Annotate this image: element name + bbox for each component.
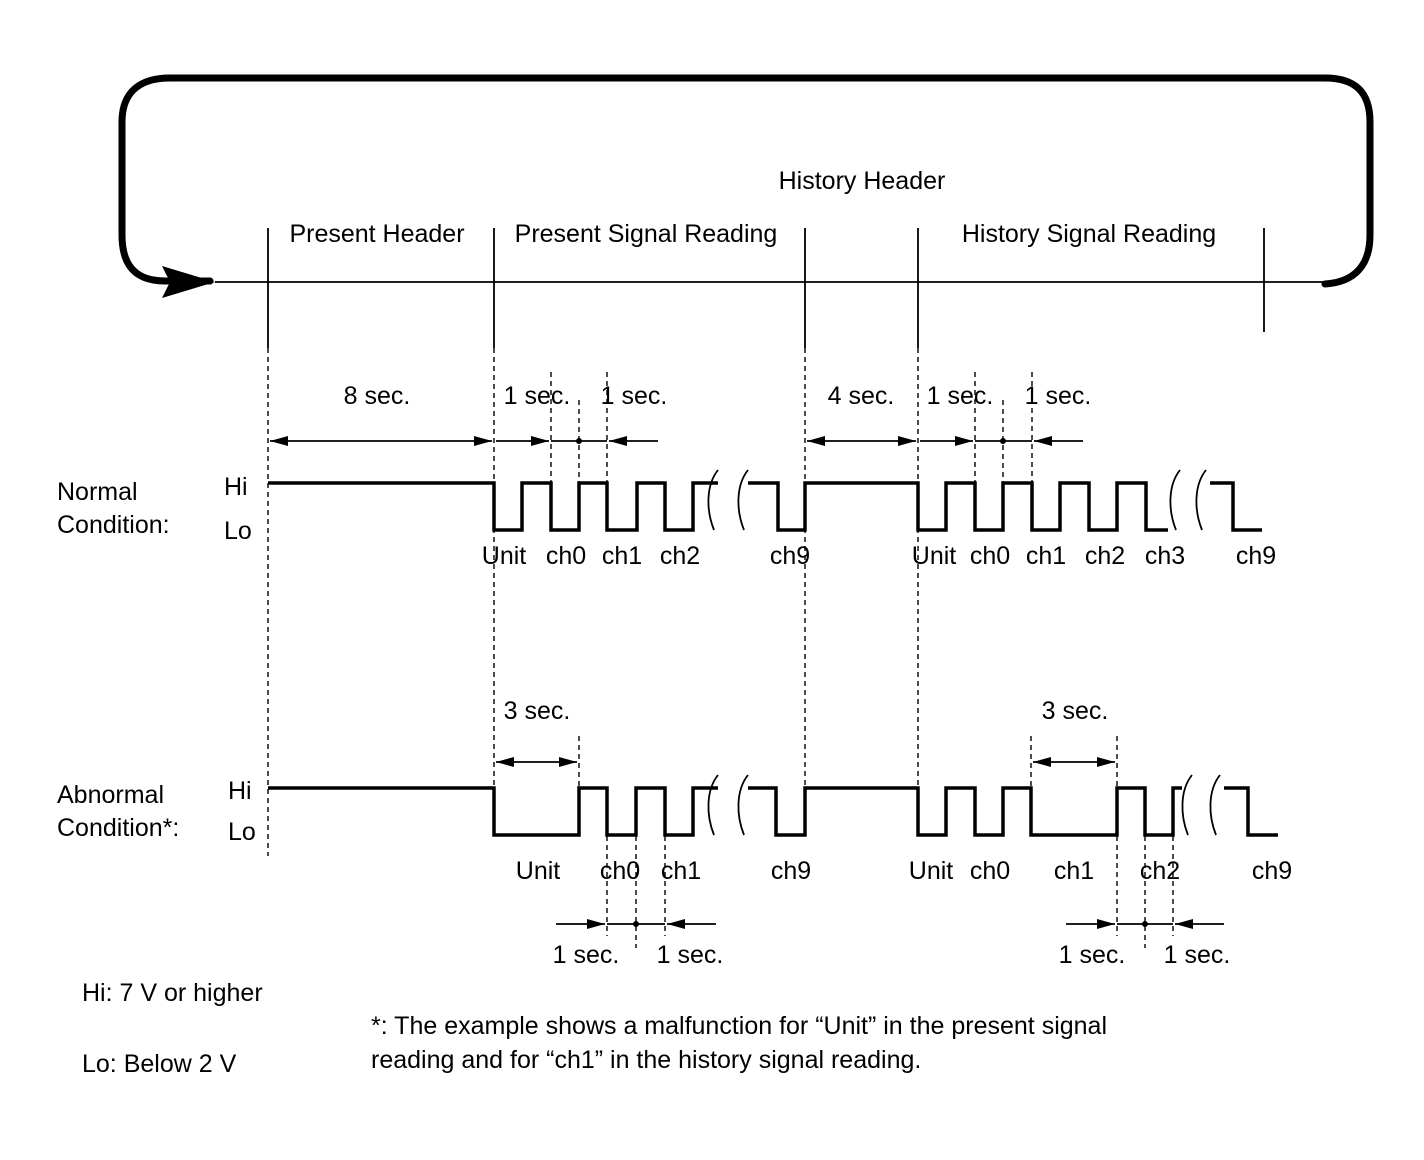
section-guides — [267, 348, 919, 856]
loop-arrowhead-icon — [162, 266, 215, 298]
abnormal-ch-present-ch0: ch0 — [600, 857, 640, 885]
normal-waveform — [268, 469, 1262, 532]
normal-condition-label-line2: Condition: — [57, 511, 170, 539]
normal-ch-history-ch0: ch0 — [970, 542, 1010, 570]
abnormal-ch-history-unit: Unit — [909, 857, 954, 885]
normal-ch-history-unit: Unit — [912, 542, 957, 570]
abnormal-break-mid-icon — [737, 774, 749, 836]
abnormal-break-right1-icon — [1181, 774, 1193, 836]
loop-back-arrow — [118, 74, 1374, 298]
normal-dimension-lines — [270, 372, 1083, 482]
normal-ch-history-ch9: ch9 — [1236, 542, 1276, 570]
abnormal-ch-present-unit: Unit — [516, 857, 561, 885]
normal-dur-4sec: 4 sec. — [828, 382, 895, 410]
normal-ch-history-ch1: ch1 — [1026, 542, 1066, 570]
normal-dur-8sec: 8 sec. — [344, 382, 411, 410]
abnormal-dur-1sec-b: 1 sec. — [657, 941, 724, 969]
normal-lo-label: Lo — [224, 517, 252, 545]
abnormal-ch-history-ch2: ch2 — [1140, 857, 1180, 885]
abnormal-condition-label-line2: Condition*: — [57, 814, 179, 842]
normal-ch-present-ch1: ch1 — [602, 542, 642, 570]
abnormal-dur-3sec-b: 3 sec. — [1042, 697, 1109, 725]
footnote-line1: *: The example shows a malfunction for “… — [371, 1012, 1107, 1040]
top-timeline — [215, 228, 1325, 348]
abnormal-break-right2-icon — [1209, 774, 1221, 836]
normal-ch-history-ch2: ch2 — [1085, 542, 1125, 570]
normal-ch-present-ch9: ch9 — [770, 542, 810, 570]
footnote-line2: reading and for “ch1” in the history sig… — [371, 1046, 921, 1074]
abnormal-dimension-lines — [496, 736, 1224, 948]
normal-ch-history-ch3: ch3 — [1145, 542, 1185, 570]
abnormal-ch-present-ch9: ch9 — [771, 857, 811, 885]
abnormal-waveform — [268, 774, 1278, 837]
abnormal-dur-1sec-a: 1 sec. — [553, 941, 620, 969]
normal-hi-label: Hi — [224, 473, 248, 501]
abnormal-hi-label: Hi — [228, 777, 252, 805]
abnormal-dur-3sec-a: 3 sec. — [504, 697, 571, 725]
normal-condition-label-line1: Normal — [57, 478, 138, 506]
normal-ch-present-unit: Unit — [482, 542, 527, 570]
abnormal-break-left-icon — [707, 774, 719, 836]
abnormal-ch-history-ch0: ch0 — [970, 857, 1010, 885]
history-signal-reading-label: History Signal Reading — [962, 220, 1216, 248]
abnormal-lo-label: Lo — [228, 818, 256, 846]
normal-break-right1-icon — [1169, 469, 1181, 531]
present-header-label: Present Header — [289, 220, 464, 248]
history-header-label: History Header — [779, 167, 946, 195]
hi-definition: Hi: 7 V or higher — [82, 979, 263, 1007]
normal-dur-1sec-d: 1 sec. — [1025, 382, 1092, 410]
normal-dur-1sec-b: 1 sec. — [601, 382, 668, 410]
abnormal-dur-1sec-d: 1 sec. — [1164, 941, 1231, 969]
normal-ch-present-ch2: ch2 — [660, 542, 700, 570]
normal-break-right2-icon — [1195, 469, 1207, 531]
lo-definition: Lo: Below 2 V — [82, 1050, 237, 1078]
abnormal-ch-history-ch9: ch9 — [1252, 857, 1292, 885]
normal-dur-1sec-c: 1 sec. — [927, 382, 994, 410]
normal-break-mid-icon — [737, 469, 749, 531]
abnormal-ch-history-ch1: ch1 — [1054, 857, 1094, 885]
normal-ch-present-ch0: ch0 — [546, 542, 586, 570]
normal-dur-1sec-a: 1 sec. — [504, 382, 571, 410]
present-signal-reading-label: Present Signal Reading — [515, 220, 778, 248]
abnormal-dur-1sec-c: 1 sec. — [1059, 941, 1126, 969]
abnormal-condition-label-line1: Abnormal — [57, 781, 164, 809]
normal-break-left-icon — [707, 469, 719, 531]
abnormal-ch-present-ch1: ch1 — [661, 857, 701, 885]
